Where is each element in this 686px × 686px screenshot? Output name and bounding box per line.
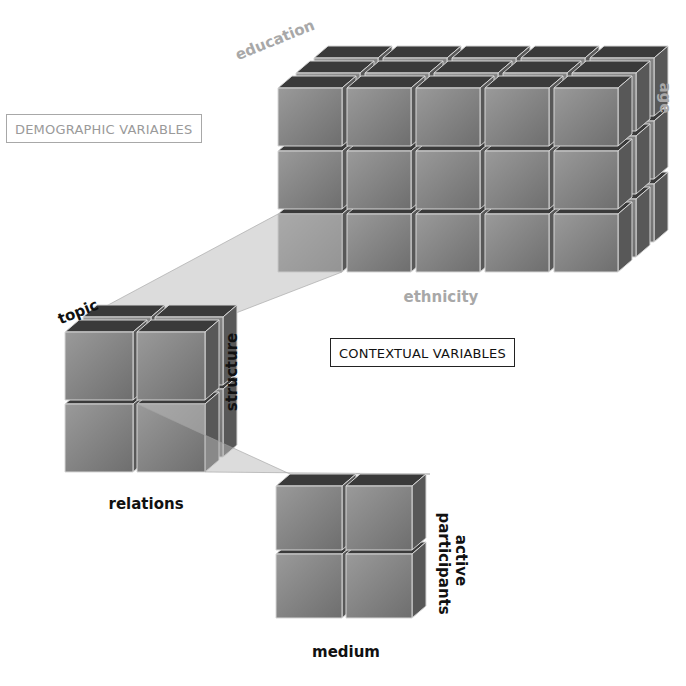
cube-face [412, 474, 426, 550]
cube-face [618, 139, 632, 209]
variable-group-box: DEMOGRAPHIC VARIABLES [6, 114, 202, 143]
cube-face [416, 151, 480, 209]
cube-face [278, 151, 342, 209]
cube-face [485, 214, 549, 272]
cube-face [636, 187, 650, 257]
cube-face [485, 88, 549, 146]
cube-face [485, 151, 549, 209]
cube-face [347, 214, 411, 272]
cube-face [278, 88, 342, 146]
axis-label: structure [223, 333, 241, 412]
small-cube-grid [276, 474, 426, 618]
cube-face [65, 404, 133, 472]
cube-face [416, 214, 480, 272]
cube-face [618, 202, 632, 272]
zoom-funnel [95, 214, 342, 318]
group-heading: DEMOGRAPHIC VARIABLES [15, 122, 192, 137]
cube-face [416, 88, 480, 146]
group-heading: CONTEXTUAL VARIABLES [339, 346, 506, 361]
cube-face [137, 332, 205, 400]
cube-face [654, 172, 668, 242]
axis-label: medium [312, 643, 380, 661]
cube-face [347, 151, 411, 209]
axis-label: age [655, 82, 673, 113]
cube-face [65, 332, 133, 400]
cube-face [654, 109, 668, 179]
cube-face [347, 88, 411, 146]
axis-label: relations [109, 495, 184, 513]
cube-face [276, 554, 342, 618]
cube-face [346, 554, 412, 618]
cube-face [554, 214, 618, 272]
cube-face [346, 486, 412, 550]
cube-face [636, 124, 650, 194]
cube-face [412, 542, 426, 618]
cube-face [276, 486, 342, 550]
cube-face [618, 76, 632, 146]
axis-label: active participants [436, 512, 469, 608]
cube-face [205, 320, 219, 400]
axis-label: ethnicity [404, 288, 479, 306]
axis-label: education [233, 16, 318, 64]
zoom-funnel [137, 404, 430, 474]
cube-face [554, 88, 618, 146]
cube-face [636, 61, 650, 131]
variable-group-box: CONTEXTUAL VARIABLES [330, 338, 515, 367]
cube-face [554, 151, 618, 209]
